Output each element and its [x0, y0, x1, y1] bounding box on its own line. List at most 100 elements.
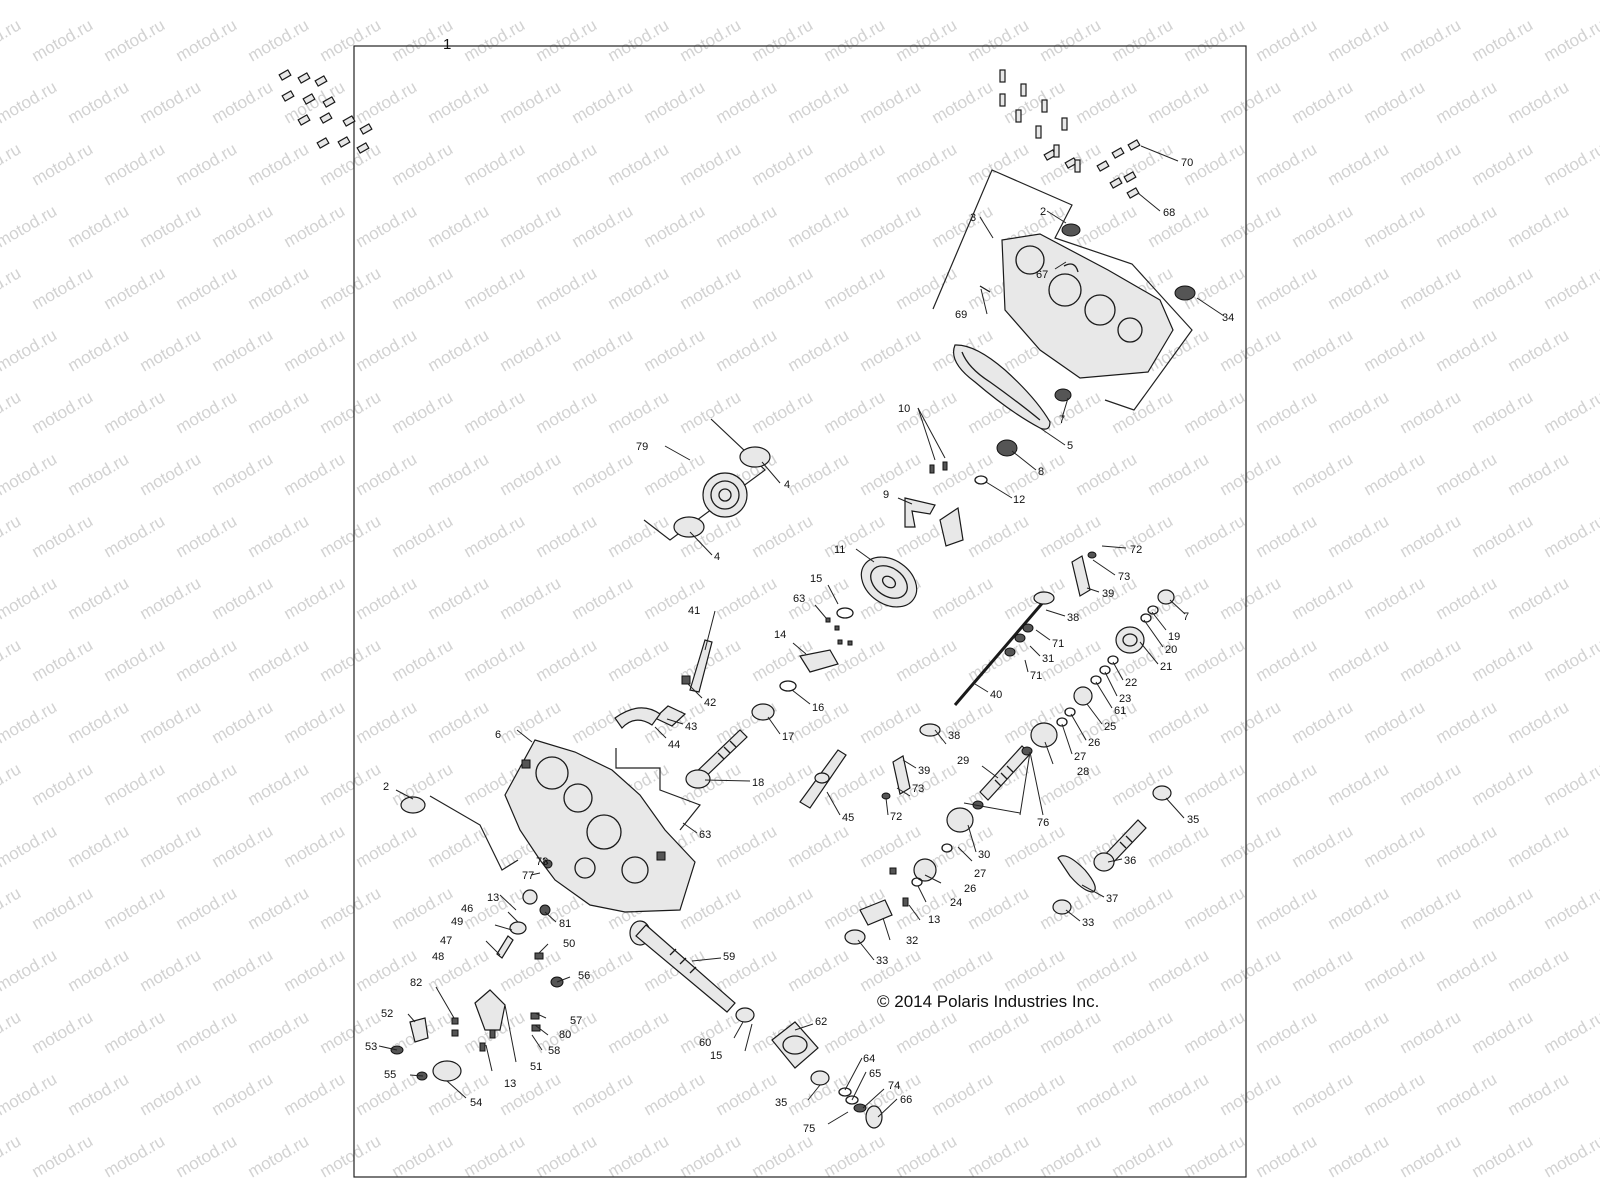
callout-33: 33 — [876, 955, 888, 967]
output-shaft-59 — [629, 920, 736, 1013]
bearing-35-bottom — [810, 1070, 830, 1086]
gear-30-stack — [844, 807, 974, 945]
callout-50: 50 — [563, 938, 575, 950]
callout-23: 23 — [1119, 693, 1131, 705]
gear-79-group — [643, 418, 771, 541]
callout-39: 39 — [918, 765, 930, 777]
belt-37-assembly — [1052, 785, 1172, 915]
callout-10: 10 — [898, 403, 910, 415]
cover-housing-group — [932, 169, 1196, 411]
callout-51: 51 — [530, 1061, 542, 1073]
callout-72: 72 — [1130, 544, 1142, 556]
shaft-18 — [685, 729, 748, 789]
callout-12: 12 — [1013, 494, 1025, 506]
callout-8: 8 — [1038, 466, 1044, 478]
callout-48: 48 — [432, 951, 444, 963]
callout-55: 55 — [384, 1069, 396, 1081]
callout-4: 4 — [714, 551, 720, 563]
callout-7: 7 — [1183, 611, 1189, 623]
bolt-set — [278, 69, 1141, 199]
callout-72: 72 — [890, 811, 902, 823]
callout-71: 71 — [1030, 670, 1042, 682]
callout-73: 73 — [1118, 571, 1130, 583]
callout-62: 62 — [815, 1016, 827, 1028]
callout-9: 9 — [883, 489, 889, 501]
callout-6: 6 — [495, 729, 501, 741]
shift-drum-40 — [881, 551, 1097, 800]
callout-53: 53 — [365, 1041, 377, 1053]
callout-28: 28 — [1077, 766, 1089, 778]
callout-19: 19 — [1168, 631, 1180, 643]
callout-7: 7 — [1059, 414, 1065, 426]
callout-58: 58 — [548, 1045, 560, 1057]
callout-17: 17 — [782, 731, 794, 743]
sheet-number: 1 — [443, 36, 452, 53]
oring-16 — [779, 680, 797, 692]
callout-13: 13 — [504, 1078, 516, 1090]
callout-67: 67 — [1036, 269, 1048, 281]
selector-assembly — [390, 859, 564, 1082]
cable-41 — [681, 639, 713, 693]
callout-27: 27 — [1074, 751, 1086, 763]
bracket-43 — [653, 705, 687, 727]
callout-15: 15 — [710, 1050, 722, 1062]
bolt-column — [999, 69, 1081, 173]
diagram-frame — [353, 45, 1247, 1178]
callout-63: 63 — [699, 829, 711, 841]
callout-78: 78 — [536, 856, 548, 868]
callout-20: 20 — [1165, 644, 1177, 656]
callout-5: 5 — [1067, 440, 1073, 452]
callout-49: 49 — [451, 916, 463, 928]
callout-71: 71 — [1052, 638, 1064, 650]
callout-36: 36 — [1124, 855, 1136, 867]
callout-46: 46 — [461, 903, 473, 915]
sprocket-8 — [996, 439, 1018, 457]
callout-40: 40 — [990, 689, 1002, 701]
callout-16: 16 — [812, 702, 824, 714]
callout-60: 60 — [699, 1037, 711, 1049]
bearing-17 — [751, 703, 775, 721]
callout-14: 14 — [774, 629, 786, 641]
shift-rail-45 — [799, 749, 847, 809]
callout-41: 41 — [688, 605, 700, 617]
leader-lines — [378, 145, 1225, 1125]
copyright-notice: © 2014 Polaris Industries Inc. — [877, 992, 1100, 1011]
callout-43: 43 — [685, 721, 697, 733]
oring-15a — [836, 607, 854, 619]
callout-38: 38 — [1067, 612, 1079, 624]
seal-set-64-66 — [838, 1087, 883, 1129]
callout-26: 26 — [964, 883, 976, 895]
bearing-60 — [735, 1007, 755, 1023]
callout-70: 70 — [1181, 157, 1193, 169]
plate-14 — [799, 649, 839, 673]
callout-26: 26 — [1088, 737, 1100, 749]
gear-11 — [860, 556, 918, 608]
drive-belt — [953, 344, 1051, 430]
callout-35: 35 — [1187, 814, 1199, 826]
washer-12 — [974, 475, 988, 485]
callout-52: 52 — [381, 1008, 393, 1020]
callout-73: 73 — [912, 783, 924, 795]
callout-32: 32 — [906, 935, 918, 947]
callout-13: 13 — [487, 892, 499, 904]
callout-74: 74 — [888, 1080, 900, 1092]
callout-2: 2 — [1040, 206, 1046, 218]
callout-21: 21 — [1160, 661, 1172, 673]
callout-61: 61 — [1114, 705, 1126, 717]
callout-76: 76 — [1037, 817, 1049, 829]
callout-81: 81 — [559, 918, 571, 930]
callout-79: 79 — [636, 441, 648, 453]
callout-45: 45 — [842, 812, 854, 824]
callout-54: 54 — [470, 1097, 482, 1109]
bracket-44 — [614, 707, 661, 729]
callout-42: 42 — [704, 697, 716, 709]
callout-labels: 70 68 3 2 67 69 34 10 7 5 79 4 8 12 9 4 … — [365, 157, 1234, 1135]
callout-2: 2 — [383, 781, 389, 793]
pins-63a — [825, 617, 853, 646]
callout-77: 77 — [522, 870, 534, 882]
callout-38: 38 — [948, 730, 960, 742]
callout-47: 47 — [440, 935, 452, 947]
callout-82: 82 — [410, 977, 422, 989]
callout-59: 59 — [723, 951, 735, 963]
callout-37: 37 — [1106, 893, 1118, 905]
